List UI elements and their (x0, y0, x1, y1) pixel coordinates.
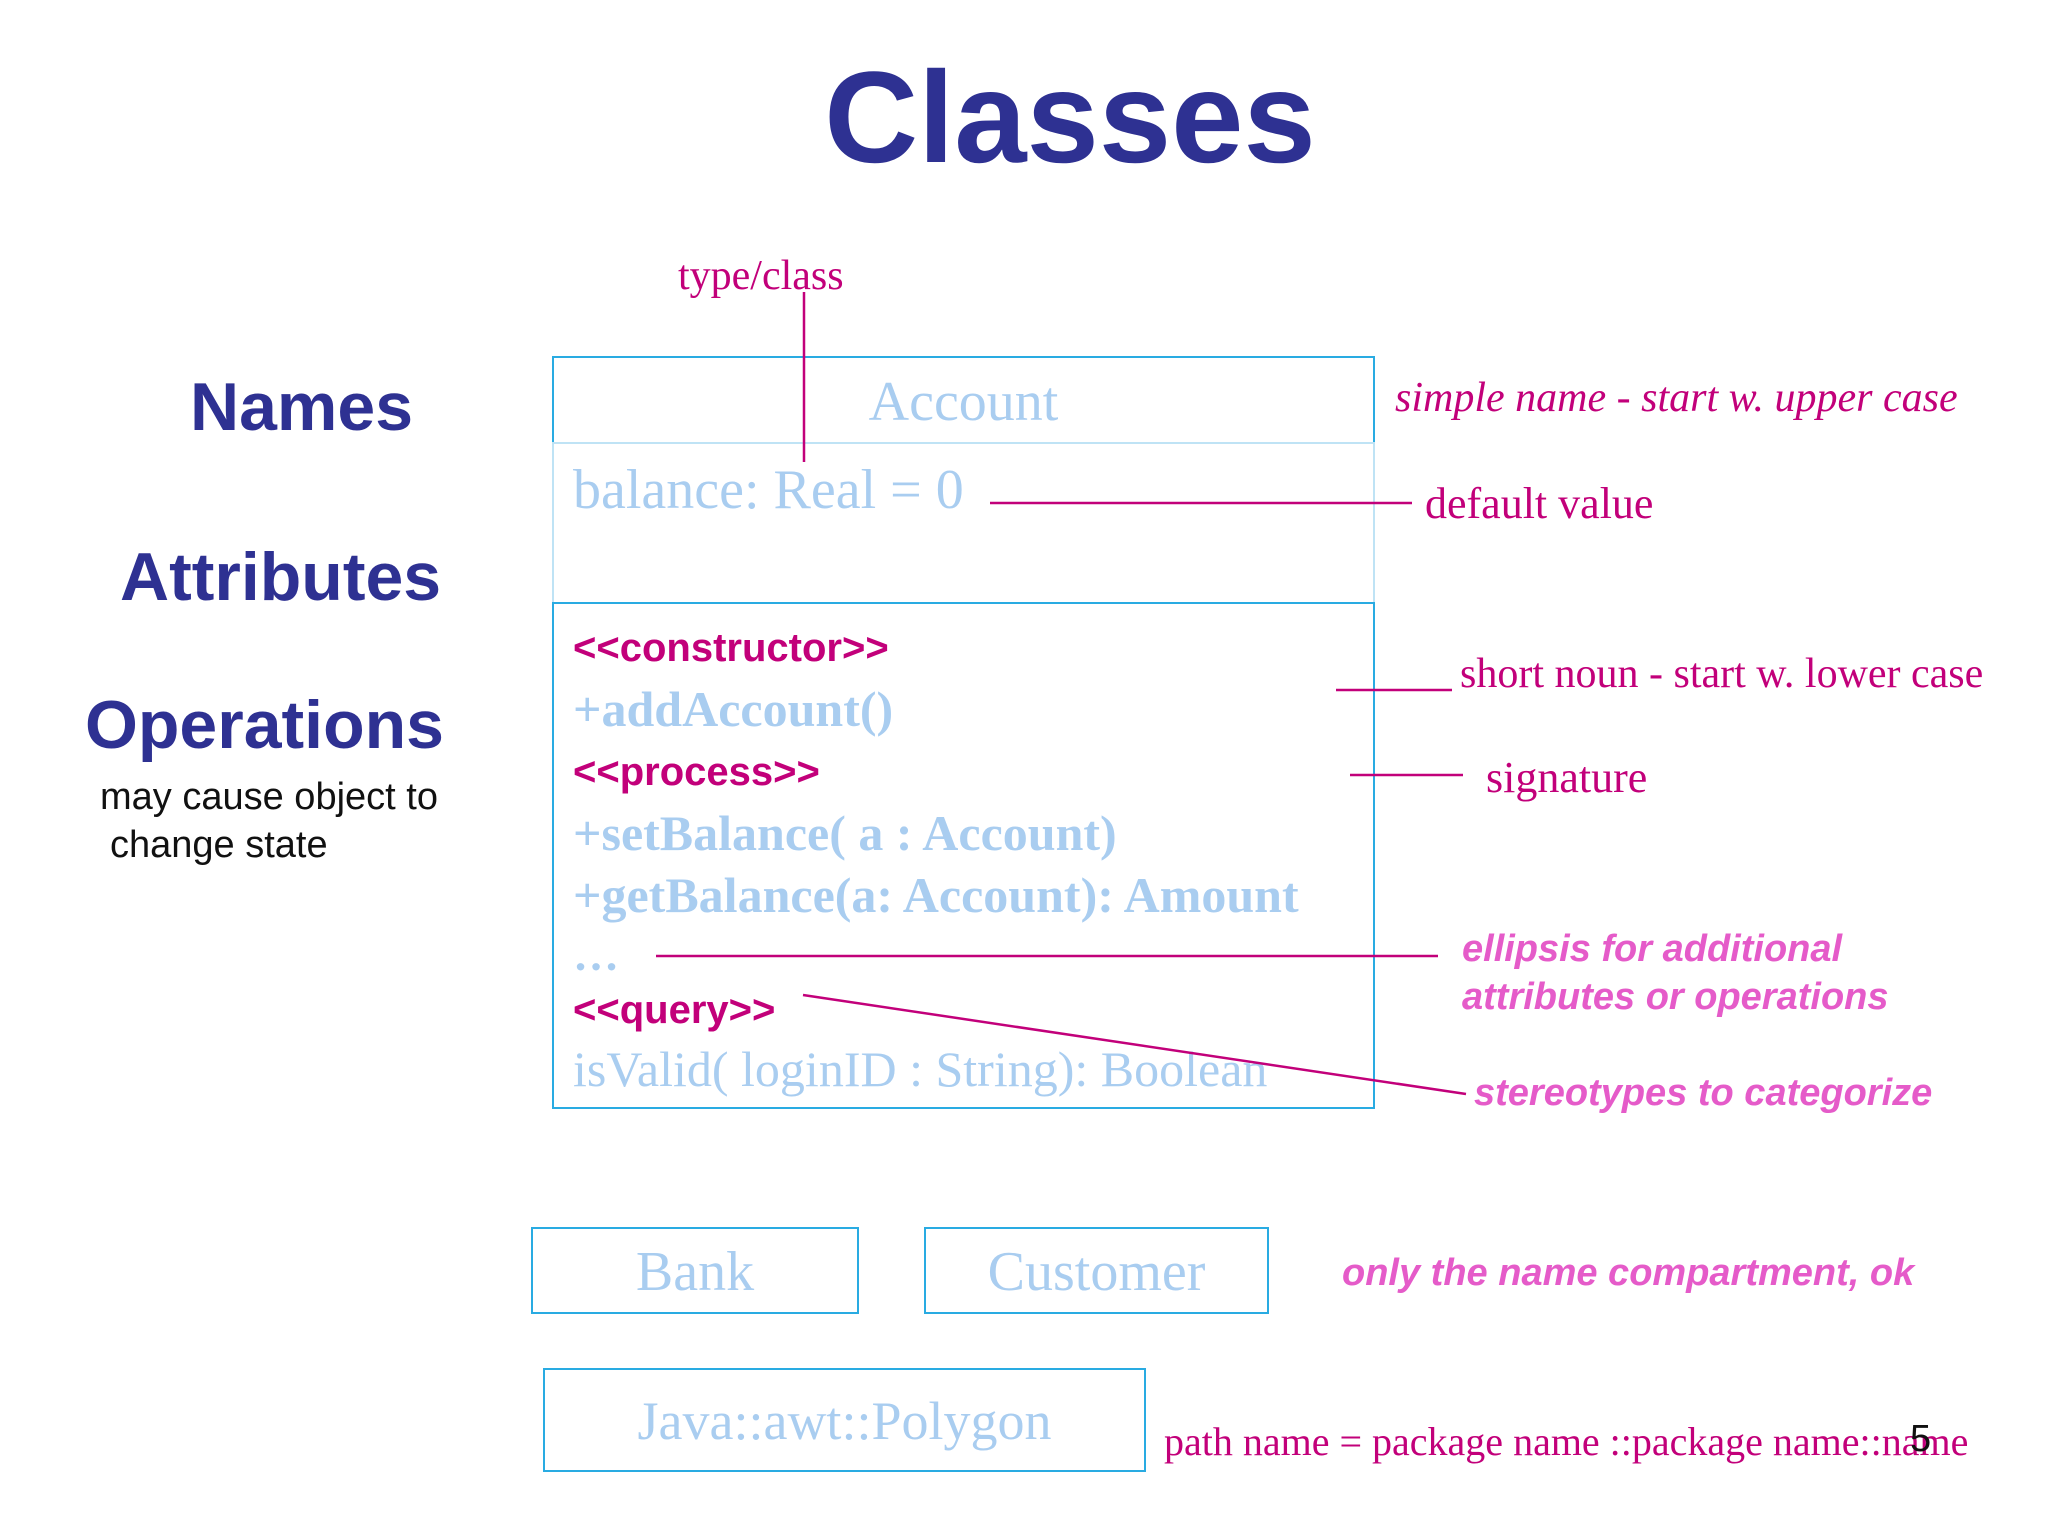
annotation-ellipsis-line2: attributes or operations (1462, 976, 1889, 1018)
page-number: 5 (1910, 1418, 1932, 1460)
polygon-class-name: Java::awt::Polygon (637, 1391, 1052, 1451)
annotation-short-noun: short noun - start w. lower case (1460, 651, 1984, 697)
customer-class-box (924, 1227, 1269, 1314)
bank-class-name: Bank (635, 1241, 755, 1303)
annotation-path-name: path name = package name ::package name:… (1164, 1419, 1969, 1464)
bank-class-box (531, 1227, 859, 1314)
operations-note-line1: may cause object to (100, 776, 438, 818)
constructor-stereotype: <<constructor>> (573, 626, 889, 670)
annotation-name-only: only the name compartment, ok (1342, 1252, 1915, 1294)
annotation-ellipsis-line1: ellipsis for additional (1462, 928, 1843, 970)
operation-set-balance: +setBalance( a : Account) (573, 805, 1117, 861)
attributes-label: Attributes (120, 539, 442, 615)
annotation-signature: signature (1486, 753, 1648, 802)
class-name: Account (868, 371, 1059, 433)
customer-class-name: Customer (987, 1241, 1206, 1303)
operation-compartment (552, 602, 1375, 1109)
query-stereotype: <<query>> (573, 988, 776, 1032)
annotation-stereotypes: stereotypes to categorize (1474, 1072, 1933, 1114)
slide-title: Classes (824, 44, 1316, 190)
operation-ellipsis: … (573, 929, 619, 980)
stereotypes-connector (802, 993, 1467, 1096)
operation-add-account: +addAccount() (573, 681, 894, 737)
operation-get-balance: +getBalance(a: Account): Amount (573, 867, 1299, 923)
process-stereotype: <<process>> (573, 750, 820, 794)
operations-label: Operations (85, 687, 444, 763)
annotation-simple-name: simple name - start w. upper case (1395, 375, 1958, 421)
names-label: Names (190, 369, 414, 445)
operation-is-valid: isValid( loginID : String): Boolean (573, 1041, 1268, 1097)
polygon-class-box (543, 1368, 1146, 1472)
attribute-balance: balance: Real = 0 (573, 459, 964, 521)
annotation-default-value: default value (1425, 479, 1654, 528)
annotation-type-class: type/class (678, 253, 844, 299)
operations-note-line2: change state (110, 824, 328, 866)
